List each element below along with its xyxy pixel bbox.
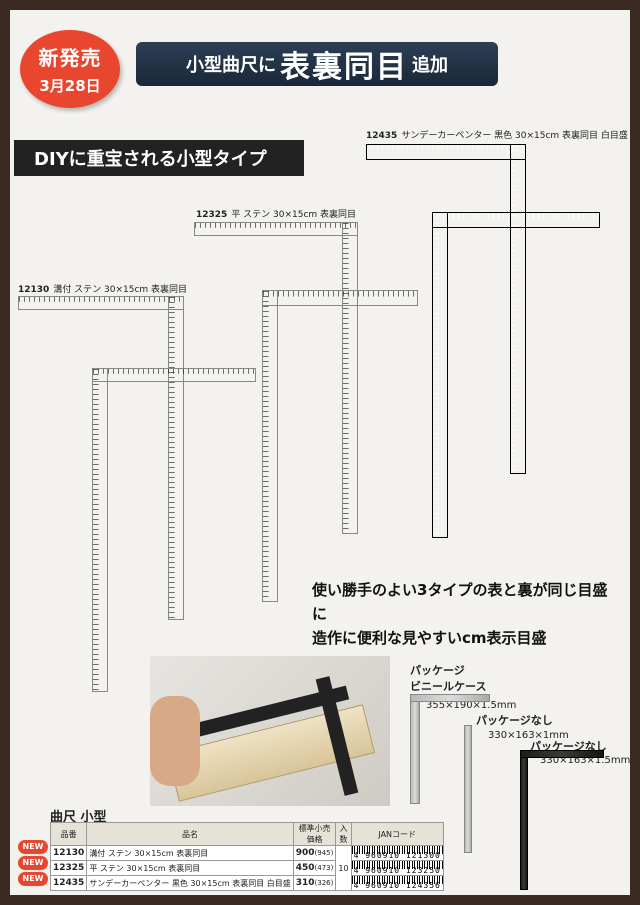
grooved-ruler-top-arm: [18, 296, 184, 310]
spec-title: 曲尺 小型: [50, 810, 107, 825]
package-image-none-2: [520, 750, 528, 890]
silver-ruler-left-leg: [262, 290, 278, 602]
silver-ruler-top-arm: [194, 222, 358, 236]
grooved-ruler-right-leg: [168, 296, 184, 620]
col-name: 品名: [86, 822, 294, 846]
package-size-none-2: 330×163×1.5mm: [540, 755, 631, 766]
black-ruler-left-leg: [432, 212, 448, 538]
usage-photo: [150, 656, 390, 806]
row-name: 溝付 ステン 30×15cm 表裏同目: [86, 845, 294, 861]
package-size-none-1: 330×163×1mm: [488, 730, 569, 741]
product-code: 12130: [18, 285, 50, 295]
feature-line-1: 使い勝手のよい3タイプの表と裏が同じ目盛に: [312, 581, 608, 623]
badge-date: 3月28日: [39, 77, 101, 95]
package-title: パッケージ: [410, 664, 465, 677]
silver-ruler-inner-arm: [262, 290, 418, 306]
package-image-none-2-arm: [520, 750, 604, 758]
new-tag: NEW: [18, 856, 48, 870]
package-label-vinyl: パッケージ ビニールケース: [410, 662, 486, 694]
feature-line-2: 造作に便利な見やすいcm表示目盛: [312, 629, 547, 647]
row-price: 450(473): [292, 860, 337, 876]
row-code: 12130: [49, 845, 88, 861]
spec-header-row: 品番 品名 標準小売価格 入数 JANコード: [49, 822, 444, 846]
row-name: 平 ステン 30×15cm 表裏同目: [86, 860, 294, 876]
row-jan: 4 960910 124356: [350, 875, 444, 891]
grooved-ruler-left-leg: [92, 368, 108, 692]
product-desc: 平 ステン 30×15cm 表裏同目: [231, 210, 357, 220]
row-price: 310(326): [292, 875, 337, 891]
black-ruler-right-leg: [510, 144, 526, 474]
badge-title: 新発売: [38, 46, 102, 70]
package-title: パッケージなし: [530, 740, 607, 753]
subhead-banner: DIYに重宝される小型タイプ: [14, 140, 304, 176]
package-label-none-2: パッケージなし: [530, 738, 607, 754]
row-jan: 4 960910 123250: [350, 860, 444, 876]
grooved-ruler-inner-arm: [92, 368, 256, 382]
package-image-vinyl-arm: [410, 694, 490, 702]
hand: [150, 696, 200, 786]
table-row: 12130 溝付 ステン 30×15cm 表裏同目 900(945) 10 4 …: [49, 845, 444, 891]
product-desc: 溝付 ステン 30×15cm 表裏同目: [53, 285, 188, 295]
new-tag: NEW: [18, 872, 48, 886]
row-jan: 4 960910 121300: [350, 845, 444, 861]
package-subtitle: ビニールケース: [410, 680, 487, 693]
row-code: 12325: [49, 860, 88, 876]
product-desc: サンデーカーペンター 黒色 30×15cm 表裏同目 白目盛: [401, 131, 628, 141]
col-code: 品番: [49, 822, 88, 846]
feature-text: 使い勝手のよい3タイプの表と裏が同じ目盛に 造作に便利な見やすいcm表示目盛: [312, 578, 612, 650]
black-ruler-inner-arm: [432, 212, 600, 228]
package-image-none-1: [464, 725, 472, 853]
headline-part2: 表裏同目: [280, 50, 408, 85]
black-ruler-top-arm: [366, 144, 526, 160]
col-qty: 入数: [335, 822, 352, 846]
headline-part3: 追加: [412, 55, 448, 76]
table-row: 12325 平 ステン 30×15cm 表裏同目 450(473) 4 9609…: [49, 860, 444, 876]
headline-part1: 小型曲尺に: [186, 55, 276, 76]
package-title: パッケージなし: [476, 714, 553, 727]
table-row: 12435 サンデーカーペンター 黒色 30×15cm 表裏同目 白目盛 310…: [49, 875, 444, 891]
row-price: 900(945): [292, 845, 337, 861]
package-image-vinyl: [410, 694, 420, 804]
row-qty: 10: [335, 845, 352, 891]
spec-table: 品番 品名 標準小売価格 入数 JANコード 12130 溝付 ステン 30×1…: [49, 822, 444, 891]
col-jan: JANコード: [350, 822, 444, 846]
row-code: 12435: [49, 875, 88, 891]
col-price: 標準小売価格: [292, 822, 337, 846]
package-size-vinyl: 355×190×1.5mm: [426, 700, 517, 711]
package-label-none-1: パッケージなし: [476, 712, 553, 728]
silver-ruler-right-leg: [342, 222, 358, 534]
headline-banner: 小型曲尺に 表裏同目 追加: [136, 42, 498, 86]
new-tag: NEW: [18, 840, 48, 854]
product-code: 12325: [196, 210, 228, 220]
product-code: 12435: [366, 131, 398, 141]
new-release-badge: 新発売 3月28日: [20, 30, 120, 108]
row-name: サンデーカーペンター 黒色 30×15cm 表裏同目 白目盛: [86, 875, 294, 891]
